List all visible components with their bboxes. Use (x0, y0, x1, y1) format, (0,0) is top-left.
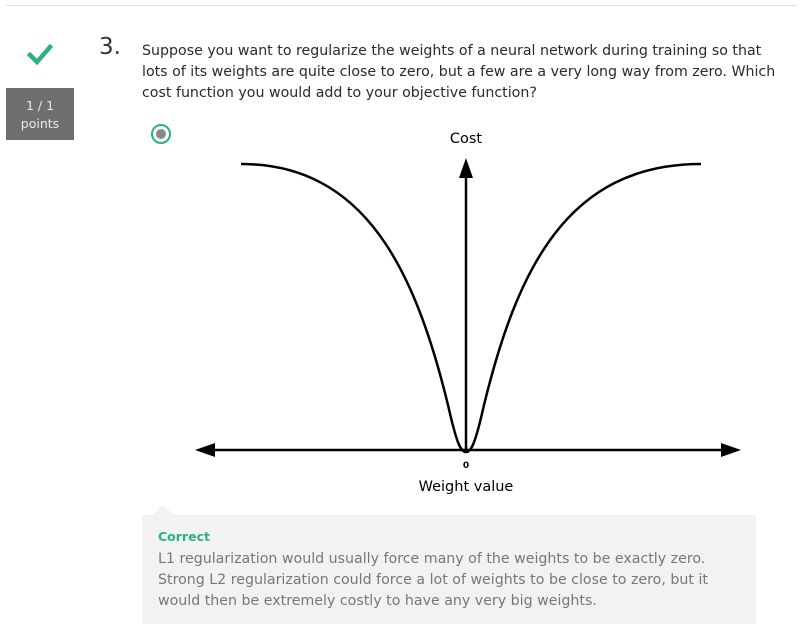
y-axis-label: Cost (450, 131, 483, 147)
feedback-panel: Correct L1 regularization would usually … (142, 515, 756, 624)
x-axis-label: Weight value (419, 479, 514, 495)
cost-curve (240, 162, 702, 454)
x-axis-left-arrow (195, 443, 215, 457)
points-score: 1 / 1 (25, 98, 55, 113)
feedback-pointer (152, 505, 174, 515)
points-label: points (20, 116, 60, 131)
answer-radio[interactable] (151, 124, 171, 144)
origin-label: 0 (463, 461, 469, 471)
top-divider (6, 5, 797, 6)
question-number: 3. (99, 34, 121, 60)
y-axis-arrow (459, 158, 473, 178)
feedback-title: Correct (158, 529, 210, 544)
x-axis-right-arrow (721, 443, 741, 457)
question-text: Suppose you want to regularize the weigh… (142, 43, 776, 101)
checkmark-icon (26, 43, 54, 66)
feedback-text: L1 regularization would usually force ma… (158, 551, 708, 609)
points-badge: 1 / 1 points (6, 88, 74, 140)
radio-selected-dot (156, 129, 166, 139)
cost-function-figure: Cost 0 Weight value (195, 131, 741, 495)
